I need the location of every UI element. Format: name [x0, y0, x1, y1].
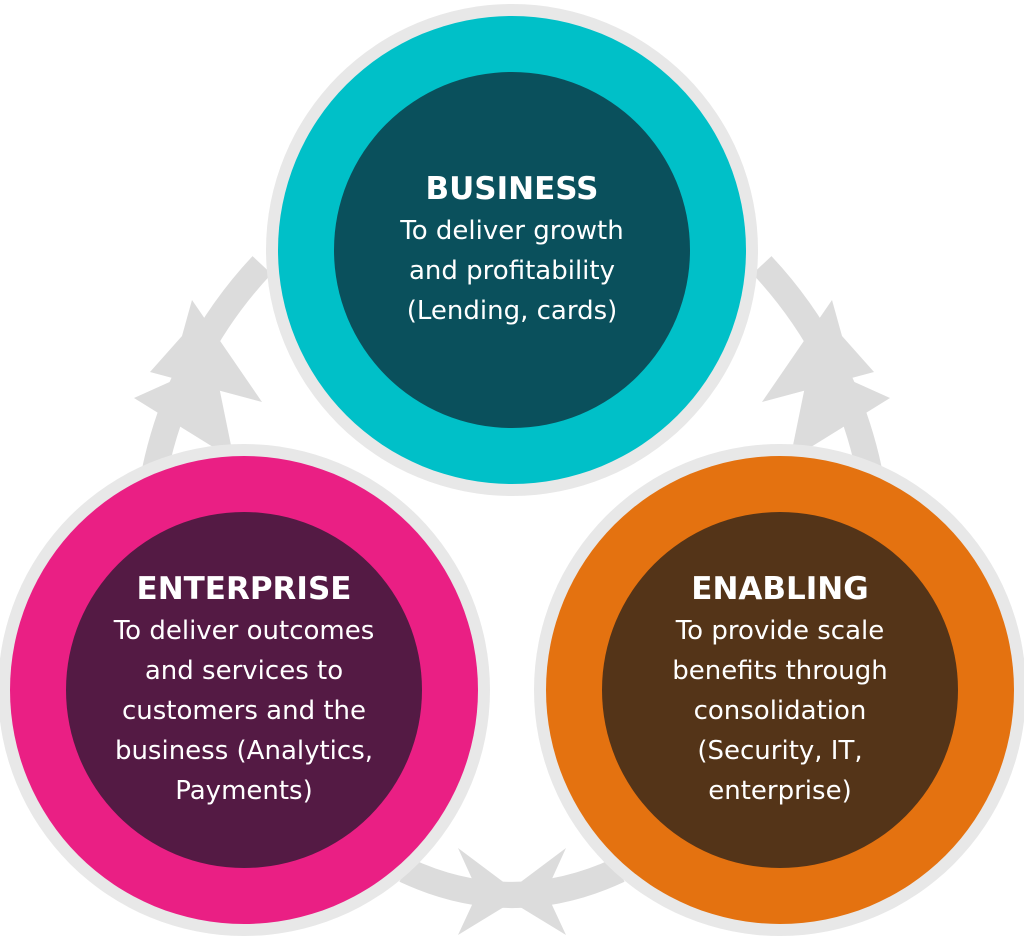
business-node: BUSINESS To deliver growth and profitabi…: [352, 120, 672, 380]
business-title: BUSINESS: [425, 171, 599, 207]
cycle-arrowheads: [134, 300, 890, 935]
enterprise-inner-circle: [66, 512, 422, 868]
business-line: (Lending, cards): [406, 296, 618, 326]
enterprise-line: Payments): [175, 776, 313, 806]
arrowhead-lower-right-icon: [790, 362, 890, 460]
enterprise-line: customers and the: [121, 696, 367, 726]
enterprise-line: and services to: [144, 656, 344, 686]
business-line: and profitability: [409, 256, 615, 286]
enterprise-line: To deliver outcomes: [113, 616, 375, 646]
enterprise-node: ENTERPRISE To deliver outcomes and servi…: [74, 560, 414, 820]
business-description: To deliver growth and profitability (Len…: [400, 211, 623, 331]
enabling-line: enterprise): [708, 776, 852, 806]
enterprise-description: To deliver outcomes and services to cust…: [114, 611, 375, 811]
arrowhead-upper-right-icon: [762, 300, 874, 402]
enabling-title: ENABLING: [691, 571, 869, 607]
business-inner-circle: [334, 72, 690, 428]
enabling-line: benefits through: [672, 656, 888, 686]
enabling-description: To provide scale benefits through consol…: [672, 611, 888, 811]
arrowhead-bottom-left-icon: [458, 848, 522, 935]
enabling-line: consolidation: [693, 696, 867, 726]
business-line: To deliver growth: [400, 216, 624, 246]
enabling-line: To provide scale: [675, 616, 885, 646]
enterprise-line: business (Analytics,: [114, 736, 374, 766]
arrowhead-bottom-right-icon: [502, 848, 566, 935]
enabling-line: (Security, IT,: [697, 736, 863, 766]
enterprise-title: ENTERPRISE: [136, 571, 352, 607]
arrowhead-upper-left-icon: [150, 300, 262, 402]
enabling-node: ENABLING To provide scale benefits throu…: [614, 560, 946, 820]
enabling-inner-circle: [602, 512, 958, 868]
arrowhead-lower-left-icon: [134, 362, 234, 460]
